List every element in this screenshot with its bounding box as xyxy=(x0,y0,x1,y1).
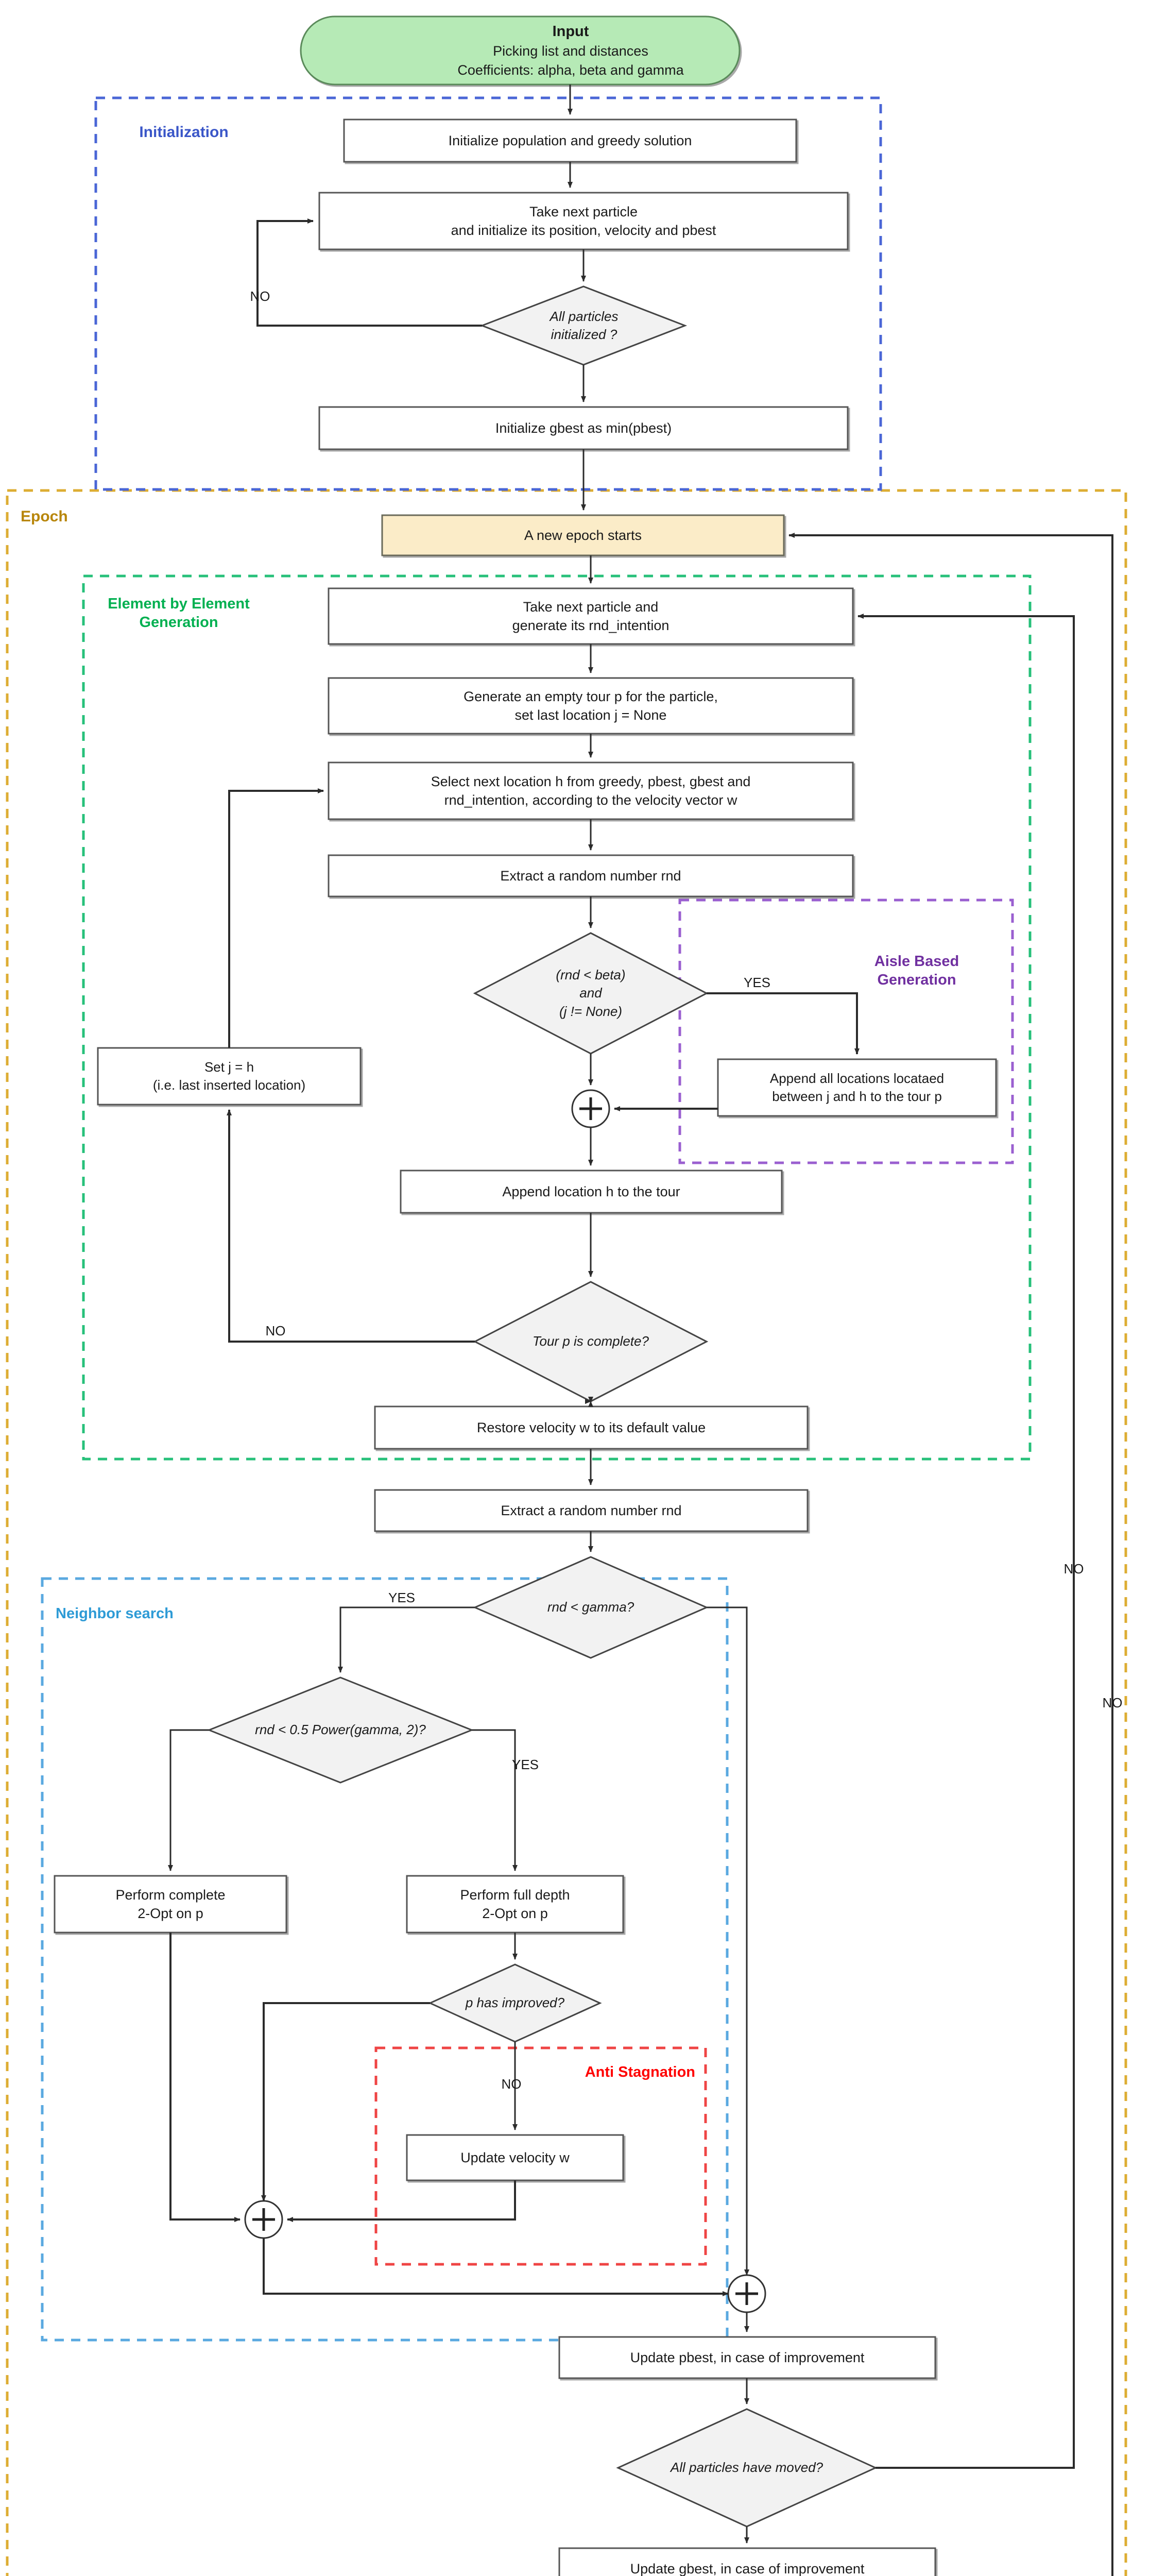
edge-pimproved-yes xyxy=(261,2002,430,2201)
edge-rndbeta-yes xyxy=(707,992,860,1055)
edge-label-yes-rnd-gamma: YES xyxy=(388,1590,416,1605)
node-new-epoch-shape xyxy=(381,514,785,556)
edge-termination-no xyxy=(788,533,1113,2576)
node-init-gbest-shape xyxy=(318,406,849,450)
edge-rndpower-no xyxy=(168,1729,209,1871)
node-take-particle-shape xyxy=(318,192,849,250)
edge-twooptcomplete-to-merge xyxy=(169,1933,241,2222)
node-append-aisle-shape xyxy=(717,1058,997,1117)
edge-label-no-all-moved: NO xyxy=(1063,1561,1084,1577)
group-neighbor-box xyxy=(41,1577,729,2342)
node-set-j-shape xyxy=(97,1047,362,1106)
group-initialization-box xyxy=(94,96,882,491)
edge-allmoved-no xyxy=(857,614,1075,2469)
node-extract-rnd-1-shape xyxy=(328,854,854,897)
node-extract-rnd-2-shape xyxy=(374,1489,809,1532)
edge-rndgamma-no xyxy=(707,1606,749,2276)
node-update-pbest-shape xyxy=(558,2336,936,2379)
edge-rndpower-yes xyxy=(472,1729,518,1871)
node-input-shape xyxy=(300,15,741,86)
node-select-location-shape xyxy=(328,761,854,820)
edge-label-no-all-initialized: NO xyxy=(250,289,270,304)
node-rnd-power-shape xyxy=(207,1676,474,1784)
group-label-aisle-generation: Aisle Based Generation xyxy=(874,953,959,989)
edge-allinit-no-loop xyxy=(256,218,482,327)
edge-label-no-termination: NO xyxy=(1102,1695,1123,1710)
edge-label-yes-rnd-beta: YES xyxy=(743,975,771,990)
node-update-gbest-shape xyxy=(558,2547,936,2576)
group-label-epoch: Epoch xyxy=(21,508,68,525)
edge-updatevelocity-to-merge xyxy=(287,2180,516,2222)
group-label-initialization: Initialization xyxy=(139,124,229,141)
node-restore-velocity-shape xyxy=(374,1405,809,1450)
node-two-opt-full-shape xyxy=(406,1875,624,1934)
node-append-h-shape xyxy=(400,1170,783,1214)
node-rnd-gamma-shape xyxy=(473,1556,709,1659)
node-empty-tour-shape xyxy=(328,677,854,735)
node-init-pop-shape xyxy=(343,118,797,163)
node-take-particle-2-shape xyxy=(328,587,854,645)
group-element-box xyxy=(82,574,1032,1461)
node-all-moved-shape xyxy=(616,2408,878,2528)
group-aisle-box xyxy=(678,899,1014,1164)
node-update-velocity-shape xyxy=(406,2134,624,2181)
edge-setj-to-select xyxy=(228,788,324,1048)
node-rnd-beta-shape xyxy=(473,932,709,1055)
group-antistagnation-box xyxy=(374,2046,707,2266)
edge-rndgamma-yes xyxy=(338,1606,475,1673)
node-tour-complete-shape xyxy=(473,1281,709,1402)
group-label-anti-stagnation: Anti Stagnation xyxy=(585,2064,695,2080)
edge-label-yes-rnd-power: YES xyxy=(511,1757,539,1772)
edge-tourcomplete-no xyxy=(227,1109,475,1343)
node-two-opt-complete-shape xyxy=(54,1875,287,1934)
edge-merge-to-exit xyxy=(263,2238,729,2296)
group-label-element-generation: Element by Element Generation xyxy=(108,596,250,631)
node-p-improved-shape xyxy=(428,1963,602,2043)
edge-label-no-tour-complete: NO xyxy=(265,1323,286,1338)
node-all-initialized-shape xyxy=(479,285,688,366)
edge-label-no-p-improved: NO xyxy=(501,2076,522,2092)
group-label-neighbor-search: Neighbor search xyxy=(56,1605,174,1622)
